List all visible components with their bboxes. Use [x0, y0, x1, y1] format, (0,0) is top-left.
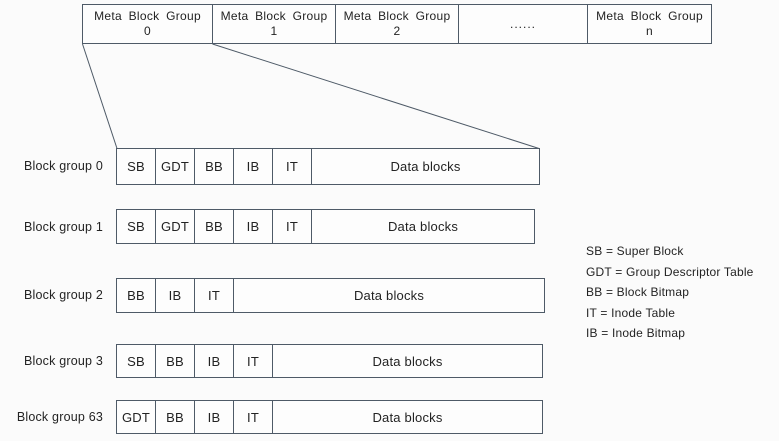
legend-item-ib: IB = Inode Bitmap — [586, 326, 686, 341]
meta-cell-index: n — [646, 24, 653, 38]
meta-block-group-cell-1: Meta Block Group 1 — [212, 5, 335, 43]
data-blocks-cell: Data blocks — [390, 159, 461, 174]
meta-cell-title: Meta Block Group — [343, 9, 451, 23]
meta-cell-title: Meta Block Group — [220, 9, 328, 23]
inode-bitmap-cell: IB — [195, 345, 234, 377]
meta-block-group-cell-0: Meta Block Group 0 — [83, 5, 212, 43]
group-descriptor-table-cell: GDT — [156, 149, 195, 184]
data-blocks-cell: Data blocks — [353, 288, 425, 303]
inode-bitmap-cell: IB — [156, 279, 195, 312]
inode-table-cell: IT — [195, 279, 234, 312]
meta-cell-index: 2 — [393, 24, 401, 38]
super-block-cell: SB — [117, 345, 156, 377]
ellipsis-text: ...... — [509, 16, 536, 31]
block-group-0-label: Block group 0 — [23, 159, 103, 173]
inode-bitmap-cell: IB — [195, 401, 234, 433]
block-bitmap-cell: BB — [156, 345, 195, 377]
legend-item-bb: BB = Block Bitmap — [586, 285, 690, 300]
inode-table-cell: IT — [234, 401, 273, 433]
data-blocks-cell: Data blocks — [387, 219, 459, 234]
legend-item-gdt: GDT = Group Descriptor Table — [586, 264, 754, 279]
data-blocks-cell: Data blocks — [372, 353, 443, 369]
block-bitmap-cell: BB — [117, 279, 156, 312]
block-group-2-label: Block group 2 — [23, 288, 103, 302]
block-group-3-label: Block group 3 — [23, 354, 103, 368]
inode-bitmap-cell: IB — [234, 149, 273, 184]
fan-line-right — [212, 43, 540, 149]
meta-cell-title: Meta Block Group — [94, 9, 201, 23]
legend-item-it: IT = Inode Table — [586, 305, 676, 320]
meta-block-group-cell-2: Meta Block Group 2 — [335, 5, 458, 43]
block-bitmap-cell: BB — [156, 401, 195, 433]
inode-table-cell: IT — [273, 210, 312, 243]
block-group-1-label: Block group 1 — [23, 220, 103, 234]
meta-cell-index: 1 — [270, 24, 278, 38]
legend-item-sb: SB = Super Block — [586, 244, 684, 258]
super-block-cell: SB — [117, 210, 156, 243]
meta-block-group-cell-ellipsis: ...... — [458, 5, 587, 43]
block-bitmap-cell: BB — [195, 149, 234, 184]
meta-block-group-cell-n: Meta Block Group n — [587, 5, 711, 43]
block-group-1-row: SB GDT BB IB IT Data blocks — [116, 209, 535, 244]
inode-table-cell: IT — [234, 345, 273, 377]
block-group-63-row: GDT BB IB IT Data blocks — [116, 400, 543, 434]
fan-line-left — [82, 43, 118, 149]
super-block-cell: SB — [117, 149, 156, 184]
block-group-3-row: SB BB IB IT Data blocks — [116, 344, 543, 378]
meta-cell-title: Meta Block Group — [596, 9, 703, 23]
block-group-63-label: Block group 63 — [16, 410, 103, 424]
legend: SB = Super Block GDT = Group Descriptor … — [586, 241, 754, 344]
block-group-2-row: BB IB IT Data blocks — [116, 278, 545, 313]
block-group-0-row: SB GDT BB IB IT Data blocks — [116, 148, 540, 185]
data-blocks-cell: Data blocks — [372, 409, 443, 425]
group-descriptor-table-cell: GDT — [156, 210, 195, 243]
group-descriptor-table-cell: GDT — [117, 401, 156, 433]
inode-bitmap-cell: IB — [234, 210, 273, 243]
meta-block-group-row: Meta Block Group 0 Meta Block Group 1 Me… — [82, 4, 712, 44]
meta-cell-index: 0 — [144, 24, 151, 38]
inode-table-cell: IT — [273, 149, 312, 184]
block-bitmap-cell: BB — [195, 210, 234, 243]
